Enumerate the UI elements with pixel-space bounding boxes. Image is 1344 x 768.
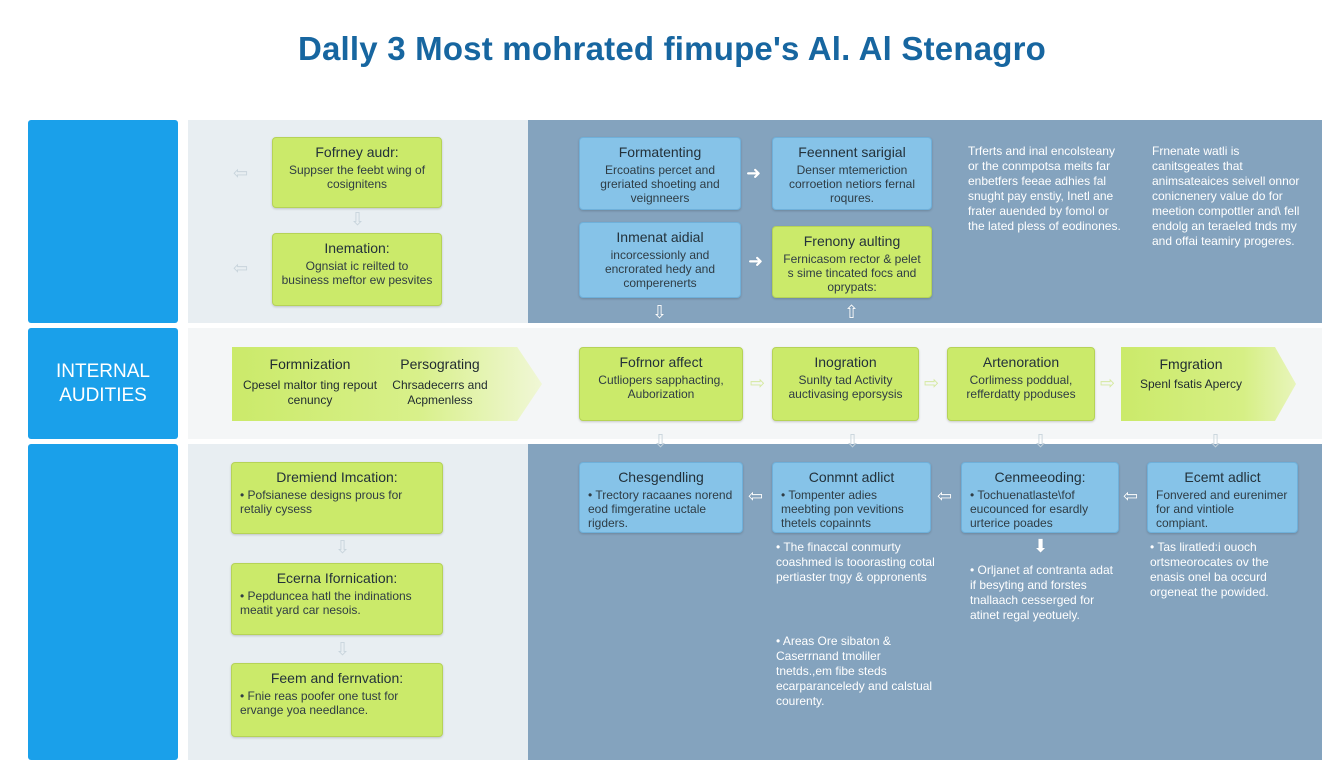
arrow-right-icon: ⇨ <box>1100 373 1116 393</box>
item-text: Cpesel maltor ting repout cenuncy <box>242 378 378 407</box>
side-label: INTERNAL AUDITIES <box>56 360 150 406</box>
arrow-left-icon: ⇦ <box>748 486 764 506</box>
arrow-down-icon: ⇩ <box>335 537 351 557</box>
box-text: • Trectory racaanes norend eod fimgerati… <box>588 488 733 530</box>
arrow-left-icon: ⇦ <box>233 163 249 183</box>
mid-left-chevron[interactable] <box>232 347 542 421</box>
bottom-note-2: • Areas Ore sibaton & Caserrnand tmolile… <box>776 634 933 708</box>
box-text: Fernicasom rector & pelet s sime tincate… <box>783 252 921 294</box>
mid-flow-chevron[interactable] <box>1121 347 1296 421</box>
box-heading: Fofrney audr: <box>315 144 399 160</box>
box-text: Ercoatins percet and greriated shoeting … <box>600 163 720 205</box>
bottom-box-4[interactable]: Ecemt adlict Fonvered and eurenimer for … <box>1147 462 1298 533</box>
box-text: • Pofsianese designs prous for retaliy c… <box>240 488 403 516</box>
bottom-box-3[interactable]: Cenmeeoding: • Tochuenatlaste\fof eucoun… <box>961 462 1119 533</box>
box-text: • Fnie reas poofer one tust for ervange … <box>240 689 399 717</box>
bottom-note-1: • The finaccal conmurty coashmed is tooo… <box>776 540 935 584</box>
top-mid-box-4[interactable]: Frenony aulting Fernicasom rector & pele… <box>772 226 932 298</box>
box-text: Cutliopers sapphacting, Auborization <box>598 373 724 401</box>
arrow-left-icon: ⇦ <box>937 486 953 506</box>
arrow-right-icon: ➜ <box>748 251 764 271</box>
arrow-up-icon: ⇧ <box>844 302 860 322</box>
box-heading: Frenony aulting <box>803 233 901 249</box>
page-title: Dally 3 Most mohrated fimupe's Al. Al St… <box>297 30 1047 67</box>
bottom-note-3: • Orljanet af contranta adat if besyting… <box>970 563 1113 622</box>
arrow-down-icon: ⇩ <box>652 302 668 322</box>
sidebar-block-bottom <box>28 444 178 760</box>
top-mid-box-1[interactable]: Formatenting Ercoatins percet and greria… <box>579 137 741 210</box>
arrow-down-icon: ⬇ <box>1033 536 1049 556</box>
box-text: Suppser the feebt wing of cosignitens <box>288 163 426 191</box>
box-heading: Ecerna Ifornication: <box>276 570 398 586</box>
item-heading: Persograting <box>400 356 480 372</box>
mid-flow-item-4: Fmgration Spenl fsatis Apercy <box>1126 356 1256 392</box>
top-note-1: Trferts and inal encolsteany or the conm… <box>968 144 1121 233</box>
box-heading: Inemation: <box>324 240 390 256</box>
top-left-box-2[interactable]: Inemation: Ognsiat ic reilted to busines… <box>272 233 442 306</box>
box-heading: Dremiend Imcation: <box>276 469 398 485</box>
arrow-left-icon: ⇦ <box>1123 486 1139 506</box>
top-mid-box-3[interactable]: Inmenat aidial incorcessionly and encror… <box>579 222 741 298</box>
box-text: • Pepduncea hatl the indinations meatit … <box>240 589 412 617</box>
arrow-down-icon: ⇩ <box>350 209 366 229</box>
bottom-left-box-1[interactable]: Dremiend Imcation: • Pofsianese designs … <box>231 462 443 534</box>
arrow-down-icon: ⇩ <box>653 431 669 451</box>
box-text: Fonvered and eurenimer for and vintiole … <box>1156 488 1288 530</box>
top-note-2: Frnenate watli is canitsgeates that anim… <box>1152 144 1300 248</box>
arrow-down-icon: ⇩ <box>845 431 861 451</box>
item-heading: Fmgration <box>1159 356 1223 372</box>
box-text: Corlimess poddual, refferdatty ppoduses <box>966 373 1076 401</box>
arrow-left-icon: ⇦ <box>233 258 249 278</box>
item-text: Chrsadecerrs and Acpmenless <box>392 378 488 407</box>
item-text: Spenl fsatis Apercy <box>1139 377 1243 391</box>
mid-flow-box-3[interactable]: Artenoration Corlimess poddual, refferda… <box>947 347 1095 421</box>
sidebar-block-label: INTERNAL AUDITIES <box>28 328 178 439</box>
box-heading: Conmnt adlict <box>808 469 895 485</box>
arrow-down-icon: ⇩ <box>1033 431 1049 451</box>
arrow-right-icon: ➜ <box>746 163 762 183</box>
mid-flow-box-1[interactable]: Fofrnor affect Cutliopers sapphacting, A… <box>579 347 743 421</box>
box-text: Ognsiat ic reilted to business meftor ew… <box>281 259 433 287</box>
bottom-left-box-3[interactable]: Feem and fernvation: • Fnie reas poofer … <box>231 663 443 737</box>
bottom-box-1[interactable]: Chesgendling • Trectory racaanes norend … <box>579 462 743 533</box>
box-heading: Feem and fernvation: <box>270 670 404 686</box>
arrow-right-icon: ⇨ <box>750 373 766 393</box>
bottom-box-2[interactable]: Conmnt adlict • Tompenter adies meebting… <box>772 462 931 533</box>
item-heading: Formnization <box>269 356 351 372</box>
box-heading: Inmenat aidial <box>616 229 704 245</box>
top-left-box-1[interactable]: Fofrney audr: Suppser the feebt wing of … <box>272 137 442 208</box>
box-text: • Tompenter adies meebting pon vevitions… <box>781 488 904 530</box>
box-heading: Inogration <box>814 354 877 370</box>
mid-flow-box-2[interactable]: Inogration Sunlty tad Activity auctivasi… <box>772 347 919 421</box>
box-heading: Chesgendling <box>618 469 704 485</box>
box-heading: Artenoration <box>982 354 1060 370</box>
box-heading: Cenmeeoding: <box>994 469 1086 485</box>
arrow-down-icon: ⇩ <box>1208 431 1224 451</box>
mid-left-item-1: Formnization Cpesel maltor ting repout c… <box>240 356 380 408</box>
sidebar-block-top <box>28 120 178 323</box>
bottom-left-box-2[interactable]: Ecerna Ifornication: • Pepduncea hatl th… <box>231 563 443 635</box>
box-text: • Tochuenatlaste\fof eucounced for esard… <box>970 488 1089 530</box>
box-text: Sunlty tad Activity auctivasing eporsysi… <box>788 373 903 401</box>
arrow-right-icon: ⇨ <box>924 373 940 393</box>
top-mid-box-2[interactable]: Feennent sarigial Denser mtemeriction co… <box>772 137 932 210</box>
box-heading: Formatenting <box>618 144 702 160</box>
mid-left-item-2: Persograting Chrsadecerrs and Acpmenless <box>372 356 508 408</box>
box-text: Denser mtemeriction corroetion netiors f… <box>788 163 916 205</box>
arrow-down-icon: ⇩ <box>335 639 351 659</box>
box-text: incorcessionly and encrorated hedy and c… <box>604 248 716 290</box>
box-heading: Feennent sarigial <box>798 144 906 160</box>
box-heading: Ecemt adlict <box>1184 469 1261 485</box>
box-heading: Fofrnor affect <box>619 354 703 370</box>
bottom-note-4: • Tas liratled:i ouoch ortsmeorocates ov… <box>1150 540 1269 599</box>
